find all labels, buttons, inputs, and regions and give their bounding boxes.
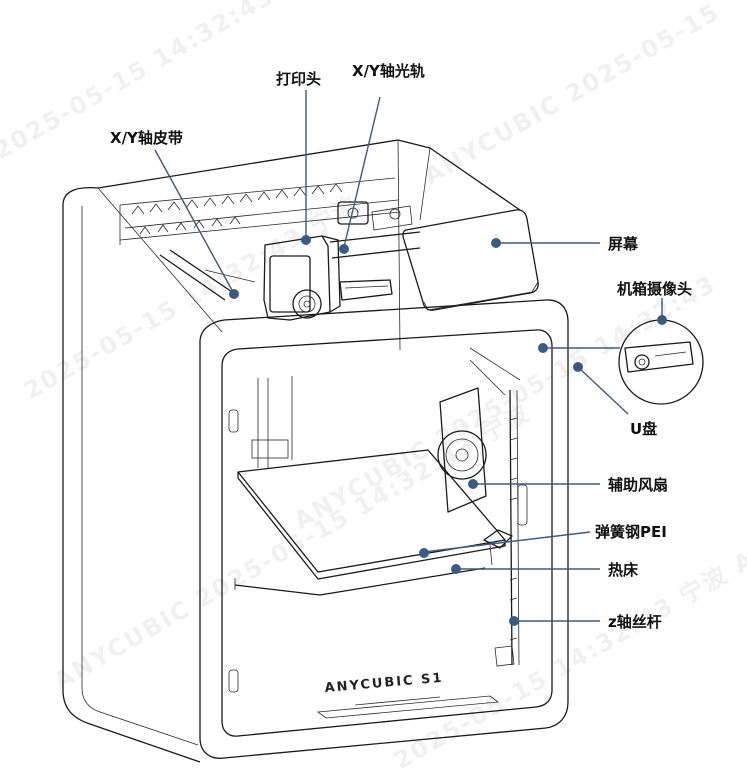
z-screw-marker [509,616,519,626]
callout-xy-belt: X/Y轴皮带 [110,129,183,147]
camera-zoom-inset [618,319,704,405]
xy-rail-marker [339,244,349,254]
screen-unit [402,209,539,311]
callout-screen: 屏幕 [608,235,639,253]
callout-heated-bed: 热床 [608,561,639,579]
callout-chamber-camera: 机箱摄像头 [617,280,692,298]
brand-label: ANYCUBIC S1 [324,671,444,696]
callout-usb-drive: U盘 [630,420,657,438]
usb-marker [573,362,583,372]
aux-fan-marker [468,479,478,489]
camera-marker [657,315,667,325]
callout-pei-plate: 弹簧钢PEI [595,523,667,541]
camera-source-marker [538,343,548,353]
callout-z-lead-screw: z轴丝杆 [608,613,662,631]
xy-belt-marker [229,289,239,299]
callout-xy-rail: X/Y轴光轨 [352,62,425,80]
callout-labels: 打印头 X/Y轴光轨 X/Y轴皮带 屏幕 机箱摄像头 U盘 辅助风扇 弹簧钢PE… [110,62,692,631]
watermark-line: ANYCUBIC 2025-05-15 [419,0,725,190]
gantry [119,177,421,321]
screen-marker [491,238,501,248]
pei-marker [419,548,429,558]
callout-aux-fan: 辅助风扇 [608,476,668,494]
leader-lines [154,90,667,626]
printer-body [62,139,569,763]
print-head-marker [301,235,311,245]
heated-bed-marker [451,564,461,574]
callout-print-head: 打印头 [276,70,321,88]
